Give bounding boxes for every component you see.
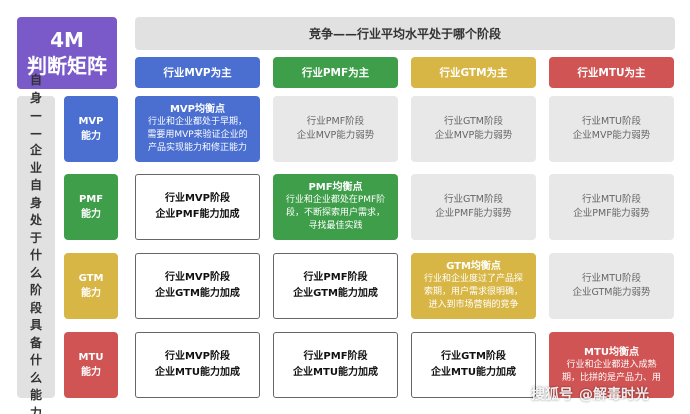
balance-description-line: 段，不断探索用户需求，: [285, 208, 385, 218]
matrix-title: 4M 判断矩阵: [17, 17, 117, 89]
self-stage-header-char: 什: [29, 353, 42, 367]
competition-header: 竞争——行业平均水平处于哪个阶段: [135, 17, 675, 50]
row-header-ability: 能力: [81, 209, 101, 220]
self-stage-header-char: 业: [29, 160, 42, 175]
weakness-cell-gtm-mtu: 行业MTU阶段企业GTM能力弱势: [549, 253, 674, 319]
balance-description-line: 寻找最佳实践: [308, 221, 363, 231]
balance-cell-mtu: MTU均衡点行业和企业都进入成熟期，比拼的是产品力、用: [549, 332, 674, 398]
self-stage-header-char: 么: [29, 265, 42, 280]
balance-description-line: 产品实现能力和修正能力: [147, 143, 247, 153]
advantage-cell-mtu-mvp: 行业MVP阶段企业MTU能力加成: [135, 332, 260, 398]
weakness-cell-pmf-mtu: 行业MTU阶段企业PMF能力弱势: [549, 174, 674, 240]
balance-title: GTM均衡点: [446, 261, 501, 272]
self-stage-header-char: 阶: [29, 283, 42, 297]
column-header-mtu: 行业MTU为主: [549, 57, 674, 88]
cell-industry-stage: 行业GTM阶段: [443, 116, 504, 127]
row-header-stage: MVP: [78, 116, 104, 127]
weakness-cell-pmf-gtm: 行业GTM阶段企业PMF能力弱势: [411, 174, 536, 240]
cell-industry-stage: 行业MVP阶段: [164, 193, 231, 204]
row-header-pmf: PMF 能力: [64, 174, 118, 240]
cell-industry-stage: 行业PMF阶段: [303, 351, 368, 362]
cell-company-ability: 企业MTU能力加成: [155, 367, 240, 378]
balance-title: PMF均衡点: [308, 182, 363, 193]
balance-cell-gtm: GTM均衡点行业和企业度过了产品探索期，用户需求很明确， 进入到市场营销的竞争: [411, 253, 536, 319]
advantage-cell-gtm-mvp: 行业MVP阶段企业GTM能力加成: [135, 253, 260, 319]
row-header-mtu: MTU 能力: [64, 332, 118, 398]
cell-industry-stage: 行业PMF阶段: [303, 272, 368, 283]
balance-cell-pmf: PMF均衡点行业和企业都处在PMF阶段，不断探索用户需求， 寻找最佳实践: [273, 174, 398, 240]
row-header-stage: PMF: [78, 194, 104, 205]
row-header-stage: MTU: [78, 352, 104, 363]
cell-company-ability: 企业PMF能力加成: [155, 209, 240, 220]
weakness-cell-mvp-mtu: 行业MTU阶段企业MVP能力弱势: [549, 96, 674, 162]
matrix-title-line2: 判断矩阵: [27, 54, 107, 78]
self-stage-header-char: 于: [29, 230, 42, 245]
weakness-cell-mvp-pmf: 行业PMF阶段企业MVP能力弱势: [273, 96, 398, 162]
cell-company-ability: 企业MVP能力弱势: [434, 130, 513, 141]
self-stage-header-char: 处: [29, 213, 42, 227]
balance-description-line: 需要用MVP来验证企业的: [147, 130, 248, 140]
cell-company-ability: 企业MVP能力弱势: [572, 130, 651, 141]
cell-company-ability: 企业MTU能力加成: [293, 367, 378, 378]
self-stage-header-char: 备: [29, 335, 42, 350]
self-stage-header-char: 身: [29, 195, 42, 210]
watermark-author: @解毒时光: [579, 387, 649, 403]
self-stage-header-char: 力: [29, 405, 42, 414]
advantage-cell-mtu-gtm: 行业GTM阶段企业MTU能力加成: [411, 332, 536, 398]
balance-description-line: 期，比拼的是产品力、用: [561, 372, 661, 383]
advantage-cell-pmf-mvp: 行业MVP阶段企业PMF能力加成: [135, 174, 260, 240]
cell-industry-stage: 行业GTM阶段: [443, 194, 504, 205]
cell-industry-stage: 行业MVP阶段: [164, 272, 231, 283]
column-header-pmf: 行业PMF为主: [273, 57, 398, 88]
self-stage-header-char: 么: [29, 370, 42, 385]
balance-description-line: 进入到市场营销的竞争: [428, 300, 519, 310]
advantage-cell-gtm-pmf: 行业PMF阶段企业GTM能力加成: [273, 253, 398, 319]
self-stage-header-char: —: [30, 125, 42, 140]
self-stage-header-char: 段: [29, 300, 42, 315]
cell-company-ability: 企业GTM能力加成: [155, 288, 240, 299]
balance-title: MVP均衡点: [169, 104, 226, 115]
row-header-ability: 能力: [81, 367, 101, 378]
cell-industry-stage: 行业PMF阶段: [306, 116, 365, 127]
cell-company-ability: 企业MVP能力弱势: [296, 130, 375, 141]
watermark: 搜狐号 @解毒时光: [531, 383, 681, 405]
cell-company-ability: 企业GTM能力弱势: [572, 287, 651, 298]
balance-cell-mvp: MVP均衡点行业和企业都处于早期， 需要用MVP来验证企业的产品实现能力和修正能力: [135, 96, 260, 162]
cell-company-ability: 企业GTM能力加成: [293, 288, 378, 299]
self-stage-header-char: 什: [29, 248, 42, 262]
cell-industry-stage: 行业MTU阶段: [582, 194, 641, 205]
balance-description-line: 索期，用户需求很明确，: [423, 287, 523, 297]
balance-description-line: 行业和企业都处在PMF阶: [285, 195, 386, 205]
cell-industry-stage: 行业MTU阶段: [582, 116, 641, 127]
cell-company-ability: 企业PMF能力弱势: [435, 208, 512, 219]
balance-description-line: 行业和企业都进入成熟: [566, 359, 657, 370]
self-stage-header-char: 具: [29, 318, 42, 332]
row-header-mvp: MVP 能力: [64, 96, 118, 162]
self-stage-header: 自身——企业自身处于什么阶段具备什么能力: [17, 73, 55, 414]
self-stage-header-char: 自: [29, 73, 42, 87]
balance-description-line: 行业和企业度过了产品探: [423, 274, 523, 284]
advantage-cell-mtu-pmf: 行业PMF阶段企业MTU能力加成: [273, 332, 398, 398]
matrix-title-line1: 4M: [50, 28, 84, 52]
balance-description-line: 行业和企业都处于早期，: [147, 117, 247, 127]
self-stage-header-char: 自: [29, 178, 42, 192]
watermark-source: 搜狐号: [531, 387, 573, 403]
row-header-gtm: GTM 能力: [64, 253, 118, 319]
self-stage-header-char: 企: [29, 143, 42, 157]
cell-industry-stage: 行业MTU阶段: [582, 273, 641, 284]
weakness-cell-mvp-gtm: 行业GTM阶段企业MVP能力弱势: [411, 96, 536, 162]
cell-industry-stage: 行业GTM阶段: [441, 351, 506, 362]
self-stage-header-char: 身: [29, 90, 42, 105]
self-stage-header-char: —: [30, 108, 42, 122]
self-stage-header-char: 能: [29, 388, 42, 402]
balance-title: MTU均衡点: [584, 346, 639, 358]
cell-industry-stage: 行业MVP阶段: [164, 351, 231, 362]
row-header-stage: GTM: [78, 273, 104, 284]
row-header-ability: 能力: [81, 288, 101, 299]
column-header-gtm: 行业GTM为主: [411, 57, 536, 88]
cell-company-ability: 企业PMF能力弱势: [573, 208, 650, 219]
cell-company-ability: 企业MTU能力加成: [431, 367, 516, 378]
row-header-ability: 能力: [81, 131, 101, 142]
column-header-mvp: 行业MVP为主: [135, 57, 260, 88]
